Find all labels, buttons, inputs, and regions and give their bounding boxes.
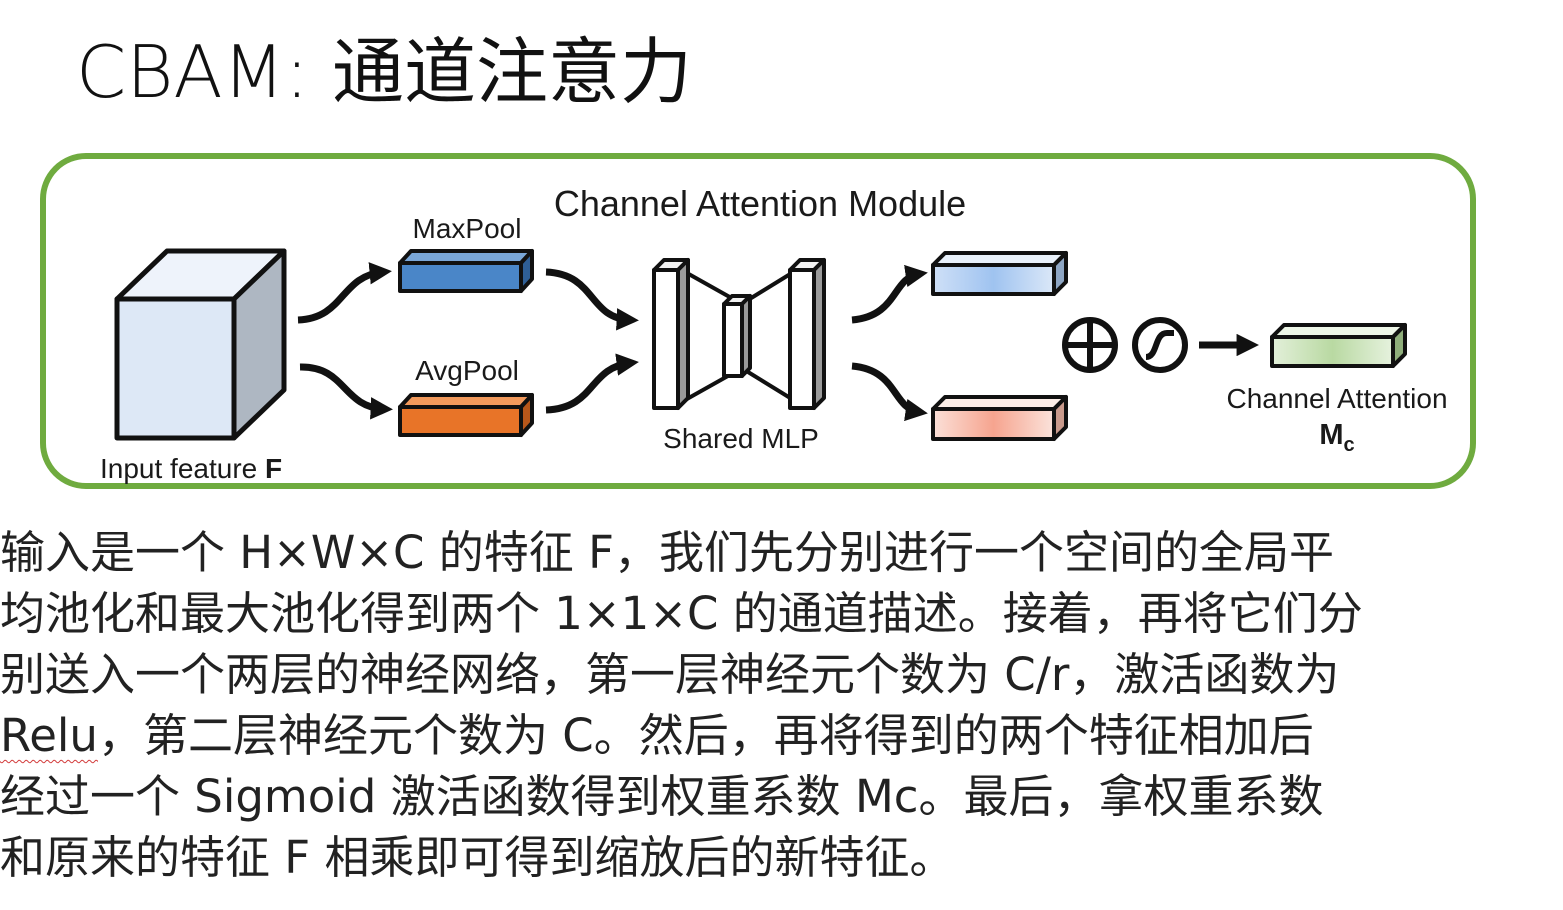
avgpool-label: AvgPool bbox=[415, 355, 519, 386]
cube-icon bbox=[114, 248, 287, 441]
channel-attention-label: Channel Attention bbox=[1226, 383, 1447, 414]
channel-attention-symbol: Mc bbox=[1319, 419, 1354, 456]
sigmoid-icon bbox=[1132, 317, 1188, 373]
paragraph-line: 输入是一个 H×W×C 的特征 F，我们先分别进行一个空间的全局平 bbox=[0, 526, 1334, 579]
elementwise-sum-icon bbox=[1062, 317, 1118, 373]
paragraph-line: Relu，第二层神经元个数为 C。然后，再将得到的两个特征相加后 bbox=[0, 709, 1314, 762]
module-title: Channel Attention Module bbox=[554, 183, 966, 224]
curved-arrow-icon bbox=[299, 363, 393, 420]
slide-title: CBAM: 通道注意力 bbox=[76, 30, 692, 114]
mlp-output-bar-avg bbox=[931, 395, 1068, 441]
input-feature-label: Input feature F bbox=[100, 453, 282, 484]
paragraph-line: 和原来的特征 F 相乘即可得到缩放后的新特征。 bbox=[0, 831, 955, 884]
maxpool-label: MaxPool bbox=[413, 213, 522, 244]
paragraph-line: 经过一个 Sigmoid 激活函数得到权重系数 Mc。最后，拿权重系数 bbox=[0, 770, 1324, 823]
channel-attention-bar bbox=[1270, 323, 1407, 368]
avgpool-bar bbox=[398, 393, 534, 437]
paragraph-line: 均池化和最大池化得到两个 1×1×C 的通道描述。接着，再将它们分 bbox=[0, 587, 1363, 640]
shared-mlp bbox=[652, 258, 826, 410]
spellcheck-word: Relu bbox=[0, 709, 98, 762]
curved-arrow-icon bbox=[545, 353, 639, 414]
description-paragraph: 输入是一个 H×W×C 的特征 F，我们先分别进行一个空间的全局平 均池化和最大… bbox=[0, 522, 1560, 888]
paragraph-line: 别送入一个两层的神经网络，第一层神经元个数为 C/r，激活函数为 bbox=[0, 648, 1340, 701]
figure-frame bbox=[40, 153, 1476, 489]
curved-arrow-icon bbox=[545, 268, 639, 331]
curved-arrow-icon bbox=[297, 262, 392, 324]
curved-arrow-icon bbox=[851, 264, 928, 324]
curved-arrow-icon bbox=[851, 362, 928, 422]
maxpool-bar bbox=[398, 249, 534, 293]
shared-mlp-label: Shared MLP bbox=[663, 423, 819, 454]
mlp-output-bar-max bbox=[931, 251, 1068, 296]
